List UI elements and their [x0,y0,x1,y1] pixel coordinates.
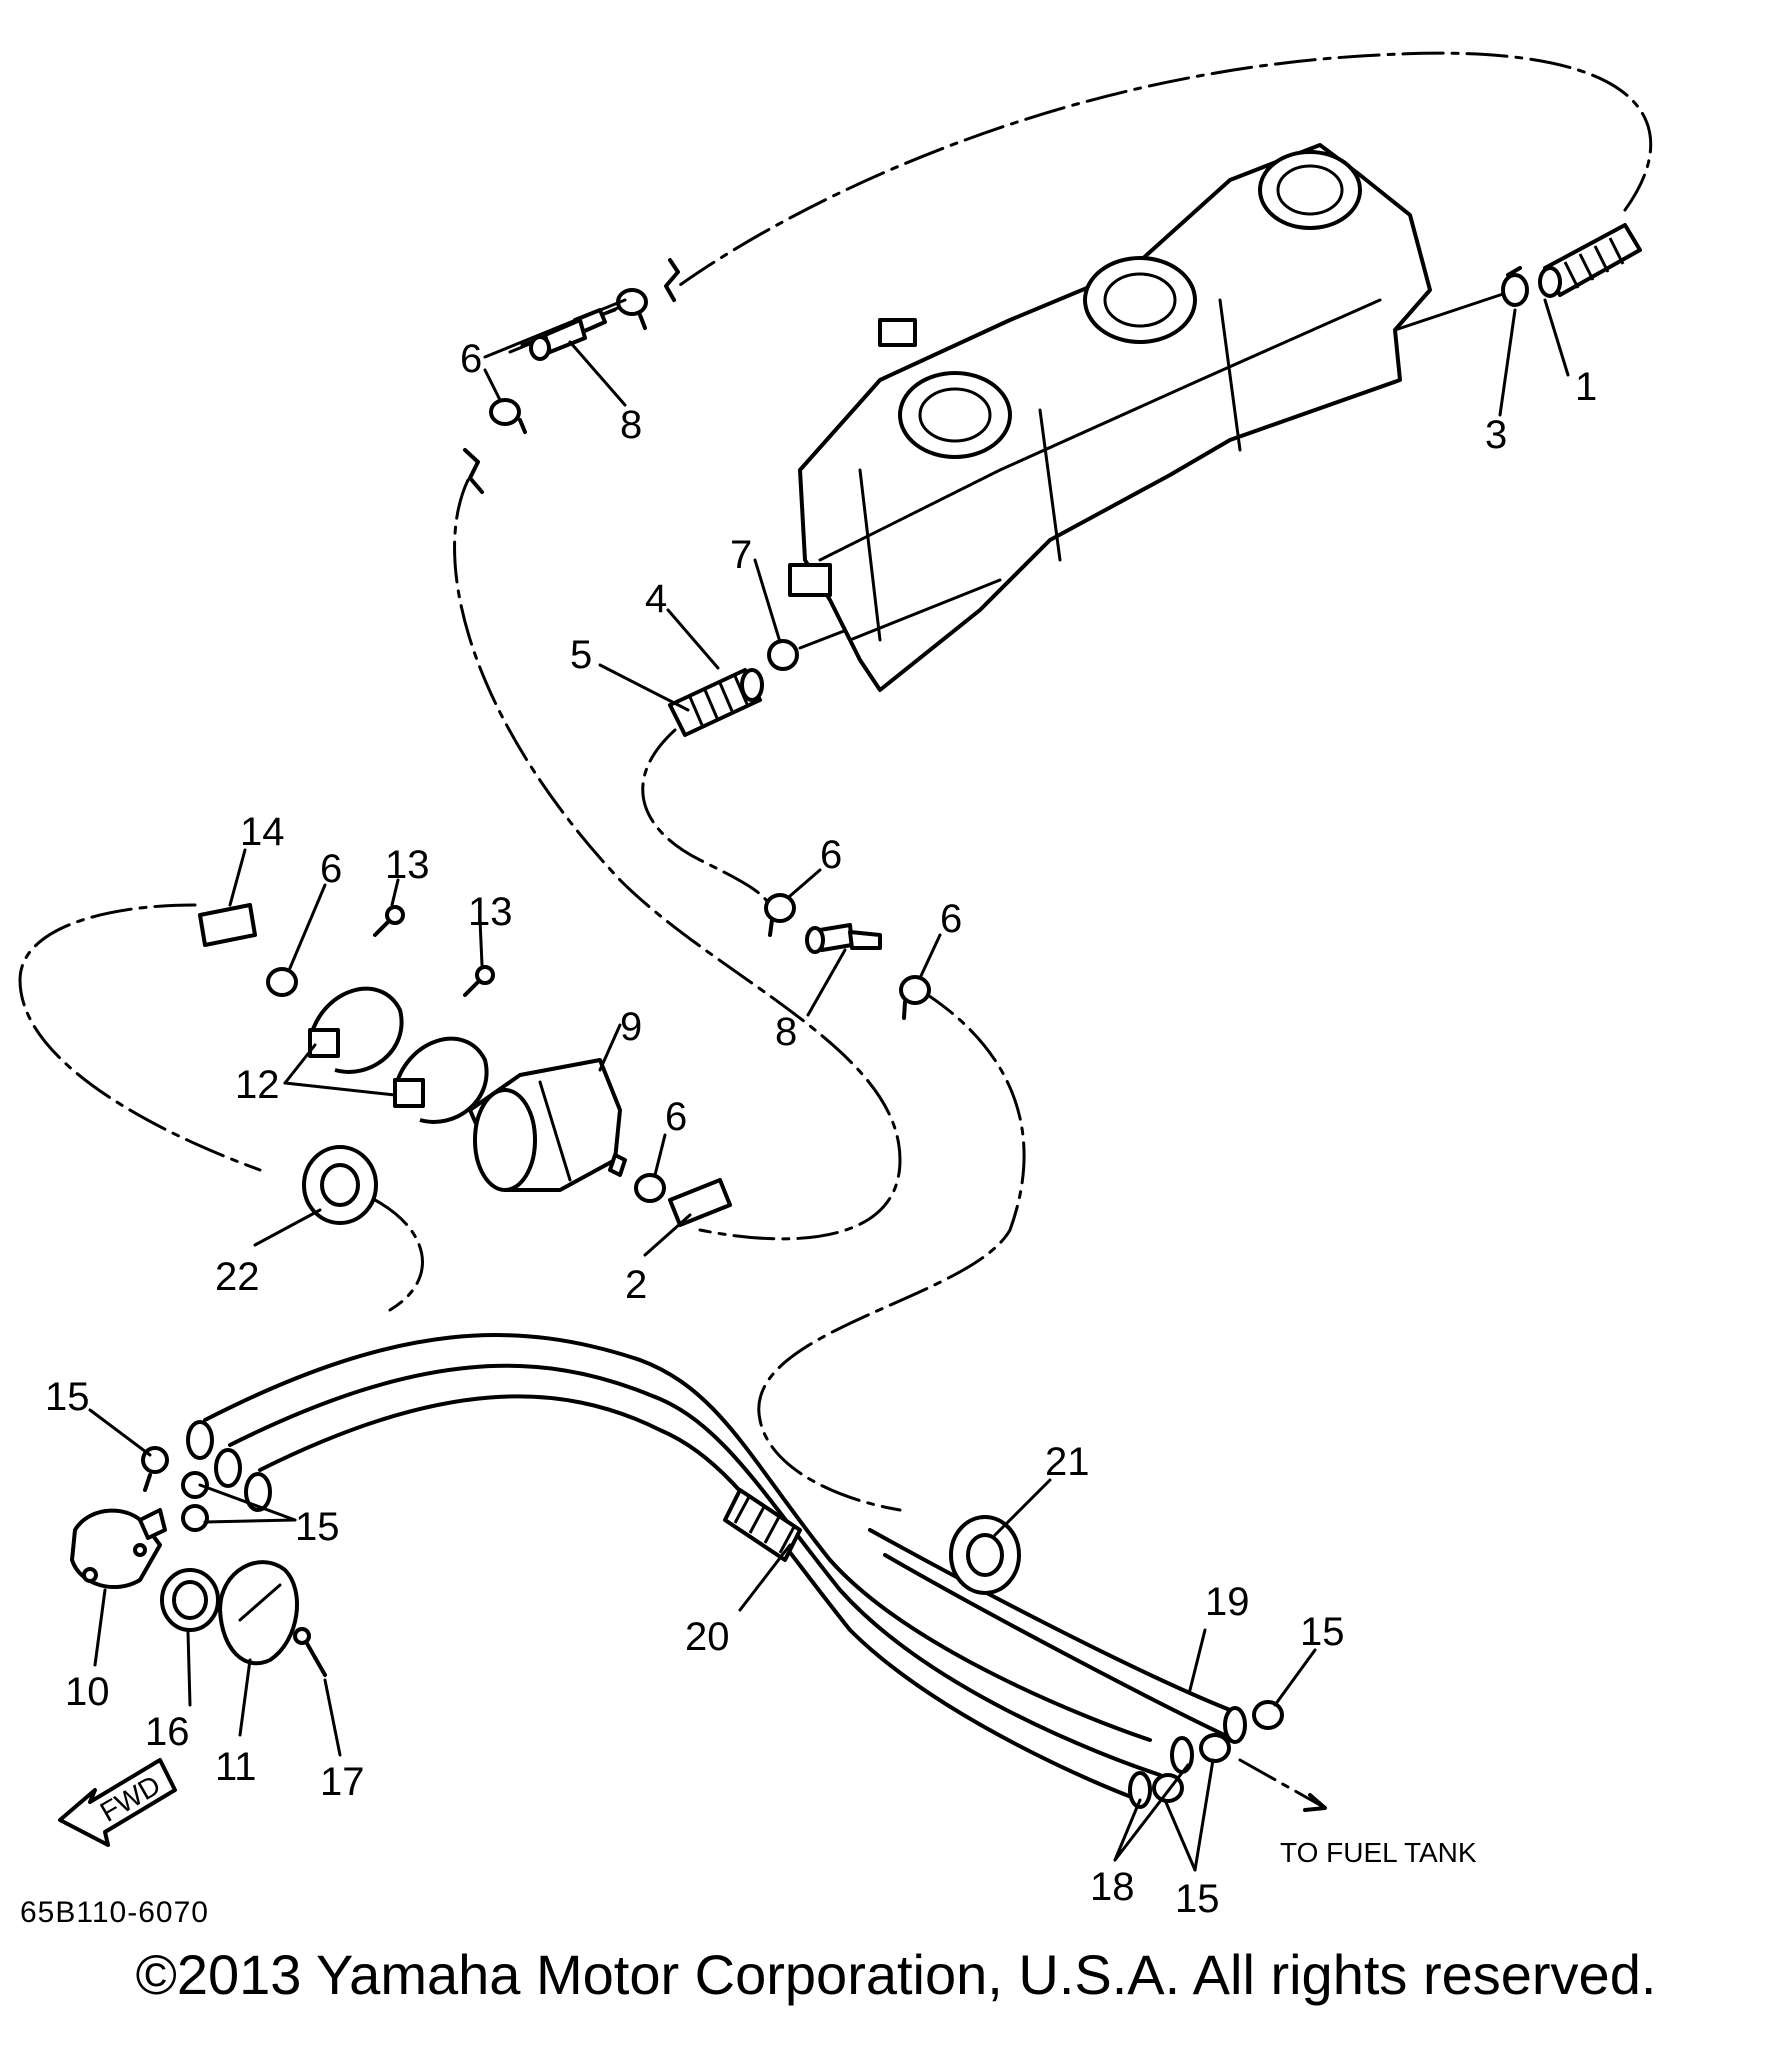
callout-15-bottom: 15 [1175,1877,1220,1921]
callout-13-top: 13 [385,843,430,887]
part-15-clamps-tank [1152,1700,1284,1803]
callout-4: 4 [645,577,667,621]
callout-11: 11 [215,1745,257,1789]
callout-13-bottom: 13 [468,890,513,934]
part-8-fitting-top [489,288,648,434]
callout-12: 12 [235,1063,280,1107]
callout-2: 2 [625,1263,647,1307]
carburetor-assembly [788,143,1432,692]
callout-22: 22 [215,1255,260,1299]
callout-3: 3 [1485,413,1507,457]
part-16-ring [160,1568,220,1632]
callout-10: 10 [65,1670,110,1714]
part-14-hose [198,903,257,947]
part-20-corrugated-hose [723,1488,802,1562]
copyright-notice: ©2013 Yamaha Motor Corporation, U.S.A. A… [135,1943,1657,2006]
part-11-knob [218,1560,299,1666]
callout-7: 7 [730,533,752,577]
callout-14: 14 [240,810,285,854]
part-6-clamp-14 [266,967,298,997]
part-21-grommet [949,1515,1021,1595]
callout-21: 21 [1045,1440,1090,1484]
part-2-hose [668,1178,732,1227]
tube-bundle [186,1333,1247,1809]
callout-6-filter: 6 [665,1095,687,1139]
parts [70,223,1642,1812]
callout-15-left: 15 [295,1505,340,1549]
callout-20: 20 [685,1615,730,1659]
callout-19: 19 [1205,1580,1250,1624]
part-1-hose [1538,223,1642,298]
part-22-grommet [302,1145,378,1225]
callout-8-middle: 8 [775,1010,797,1054]
part-9-fuel-filter [468,1058,627,1192]
callout-17: 17 [320,1760,365,1804]
arrow-to-fuel-tank [1238,1758,1322,1807]
drawing-code: 65B110-6070 [20,1896,209,1929]
callout-6-top: 6 [460,337,482,381]
part-3-clamp [1501,266,1529,307]
callout-16: 16 [145,1710,190,1754]
to-fuel-tank-label: TO FUEL TANK [1280,1837,1477,1868]
part-6-clamp-filter [634,1173,666,1203]
callout-numbers: 1 3 6 8 7 4 5 14 6 13 13 6 6 8 9 12 6 2 … [20,337,1597,1929]
callout-9: 9 [620,1005,642,1049]
callout-5: 5 [570,633,592,677]
part-12-bracket [308,986,489,1124]
callout-15-right: 15 [1300,1610,1345,1654]
callout-18: 18 [1090,1865,1135,1909]
callout-8-top: 8 [620,403,642,447]
part-10-fuel-valve [70,1508,167,1590]
callout-6-left: 6 [320,847,342,891]
part-17-screw [293,1627,327,1677]
part-4-hose [668,668,764,737]
leader-lines [88,298,1570,1872]
part-7-clamp [767,639,799,671]
part-13-screw [373,905,495,997]
hose-routing [18,51,1653,1512]
callout-1: 1 [1575,365,1597,409]
callout-6-right: 6 [940,897,962,941]
fwd-arrow: FWD [58,1758,177,1847]
part-8-fitting-middle [764,893,931,1020]
callout-15-left-top: 15 [45,1375,90,1419]
callout-6-middle: 6 [820,833,842,877]
